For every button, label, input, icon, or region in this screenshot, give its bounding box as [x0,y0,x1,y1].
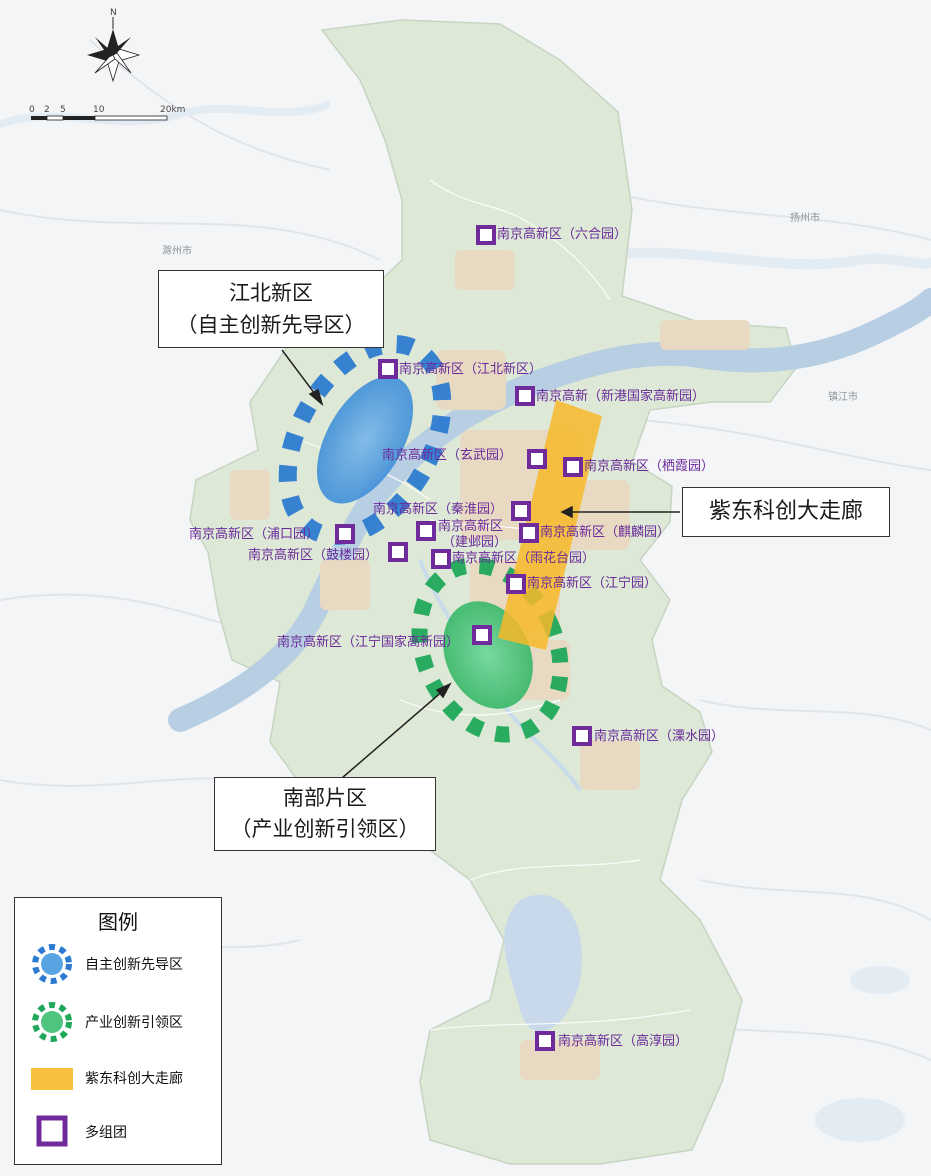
legend-title: 图例 [98,910,138,934]
site-label-gulou: 南京高新区（鼓楼园） [248,547,378,563]
callout-nanbu-title: 南部片区 [283,786,367,810]
legend-label-leader-zone: 自主创新先导区 [85,957,183,973]
legend-item-cluster: 多组团 [15,1112,221,1152]
site-label-jiangning: 南京高新区（江宁园） [527,575,657,591]
cluster-marker-jiangning-national[interactable] [472,625,492,645]
scale-tick-20: 20km [160,105,185,115]
orange-bar-icon [31,1068,73,1090]
callout-nanbu-subtitle: （产业创新引领区） [230,817,420,841]
cluster-marker-gaochun[interactable] [535,1031,555,1051]
cluster-marker-lishui[interactable] [572,726,592,746]
scale-tick-5: 5 [60,105,66,115]
north-label: N [110,8,117,18]
scale-tick-10: 10 [93,105,105,115]
cluster-marker-xuanwu[interactable] [527,449,547,469]
blue-dashed-circle-icon [32,944,72,984]
legend-label-corridor: 紫东科创大走廊 [85,1071,183,1087]
place-label-yangzhou: 扬州市 [790,211,820,224]
cluster-marker-qixia[interactable] [563,457,583,477]
legend-item-leader-zone: 自主创新先导区 [15,944,221,984]
site-label-qilin: 南京高新区（麒麟园） [540,524,670,540]
site-label-jianye-1: 南京高新区 [438,518,503,534]
cluster-marker-xingang[interactable] [515,386,535,406]
cluster-marker-yuhuatai[interactable] [431,549,451,569]
legend-label-industry-zone: 产业创新引领区 [85,1015,183,1031]
cluster-marker-jianye[interactable] [416,521,436,541]
site-label-qixia: 南京高新区（栖霞园） [584,458,714,474]
callout-leader-lines [281,349,680,779]
site-label-gaochun: 南京高新区（高淳园） [558,1033,688,1049]
scale-tick-2: 2 [44,105,50,115]
purple-square-icon [36,1115,68,1147]
map-legend: 图例 自主创新先导区 产业创新引领区 紫东科创大走廊 [14,897,222,1165]
admin-boundaries [299,179,691,1031]
cluster-marker-qilin[interactable] [519,523,539,543]
leader-zone-jiangbei [278,335,452,545]
callout-jiangbei: 江北新区 （自主创新先导区） [158,270,384,348]
site-label-pukou: 南京高新区（浦口园） [189,526,319,542]
cluster-markers [335,225,592,1051]
place-label-zhenjiang: 镇江市 [828,390,858,403]
site-label-luhe: 南京高新区（六合园） [497,226,627,242]
background-waters [0,100,931,1142]
site-label-qinhuai: 南京高新区（秦淮园） [373,501,503,517]
compass-rose-icon: N [87,8,141,83]
callout-jiangbei-title: 江北新区 [229,281,313,305]
cluster-marker-jiangning[interactable] [506,574,526,594]
shijiu-lake [504,894,582,1032]
legend-item-industry-zone: 产业创新引领区 [15,1002,221,1042]
callout-zidong-title: 紫东科创大走廊 [708,499,863,524]
scale-tick-0: 0 [29,105,35,115]
cluster-marker-qinhuai[interactable] [511,501,531,521]
legend-item-corridor: 紫东科创大走廊 [15,1058,221,1098]
cluster-marker-gulou[interactable] [388,542,408,562]
callout-zidong: 紫东科创大走廊 [682,487,890,537]
site-label-lishui: 南京高新区（溧水园） [594,728,724,744]
site-label-xuanwu: 南京高新区（玄武园） [382,447,512,463]
cluster-marker-pukou[interactable] [335,524,355,544]
scale-bar: 0 2 5 10 20km [29,105,185,121]
callout-jiangbei-subtitle: （自主创新先导区） [176,313,366,337]
cluster-marker-luhe[interactable] [476,225,496,245]
site-label-jianye-2: （建邺园） [442,535,507,550]
legend-label-cluster: 多组团 [85,1125,127,1141]
place-label-chuzhou: 滁州市 [162,244,192,257]
site-label-xingang: 南京高新（新港国家高新园） [536,388,705,404]
site-label-jiangning-national: 南京高新区（江宁国家高新园） [277,634,459,650]
green-dashed-circle-icon [32,1002,72,1042]
cluster-marker-jiangbei[interactable] [378,359,398,379]
site-label-yuhuatai: 南京高新区（雨花台园） [452,550,595,566]
site-label-jiangbei: 南京高新区（江北新区） [399,361,542,377]
callout-nanbu: 南部片区 （产业创新引领区） [214,777,436,851]
